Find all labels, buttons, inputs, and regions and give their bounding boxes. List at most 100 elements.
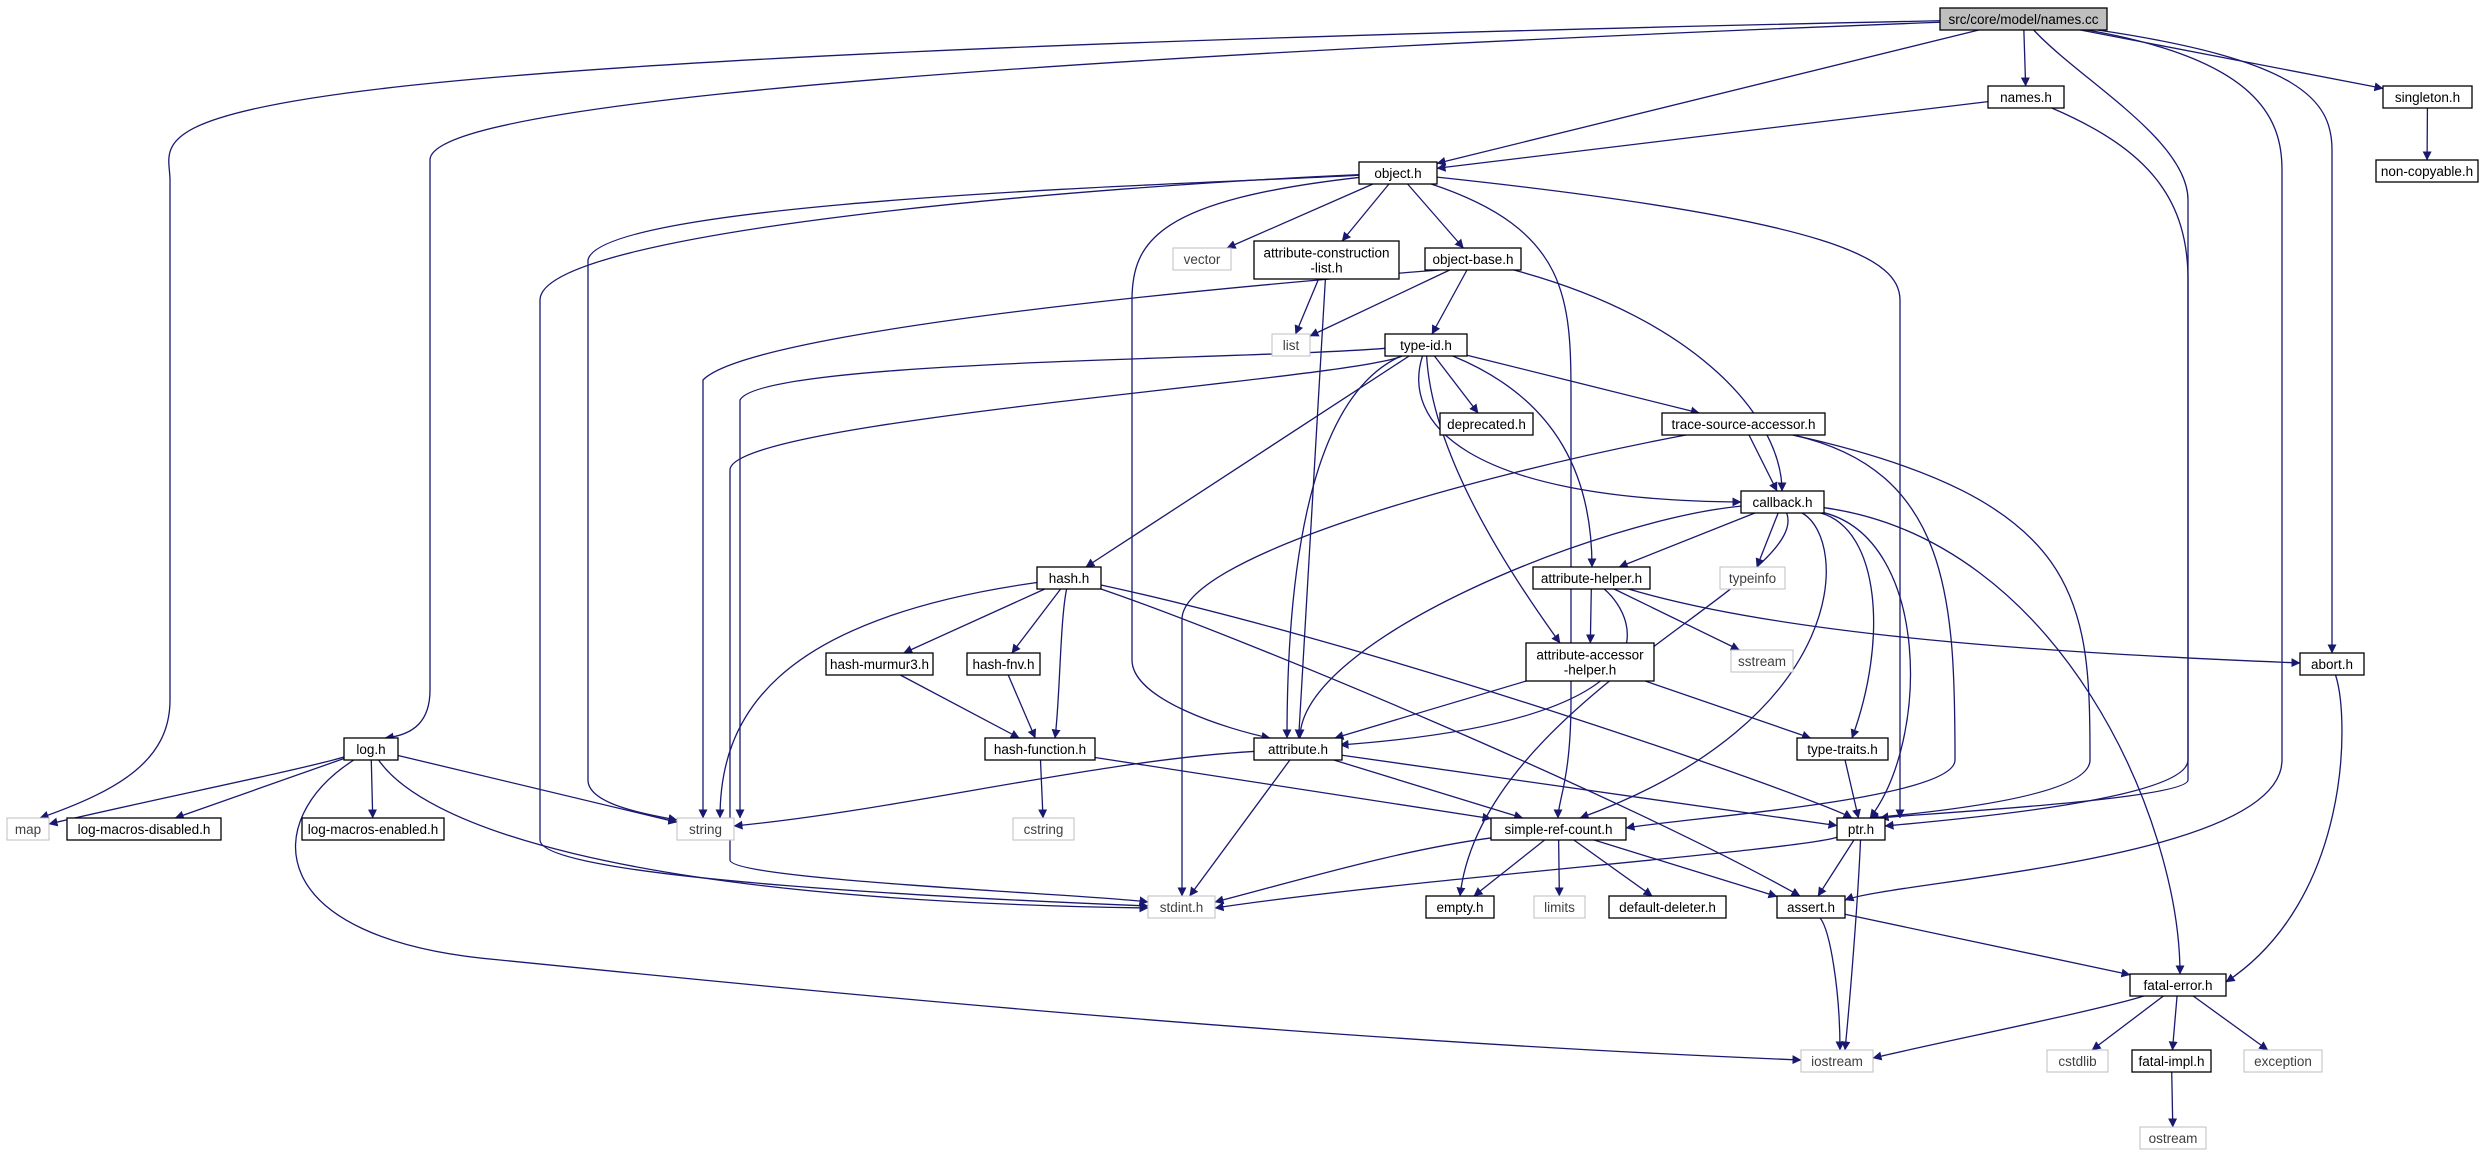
node-label: string [689, 822, 722, 837]
node-abort-h[interactable]: abort.h [2299, 652, 2365, 676]
node-sstream: sstream [1730, 649, 1794, 673]
edge-acl_h-to-attribute_h [1294, 278, 1327, 739]
edge-object_h-to-acl_h [1341, 183, 1390, 242]
edge-callback_h-to-fatalerr_h [1823, 507, 2185, 975]
edge-typeid_h-to-hash_h [1085, 355, 1410, 568]
node-names-h[interactable]: names.h [1987, 85, 2065, 109]
node-singleton-h[interactable]: singleton.h [2382, 85, 2473, 109]
node-defdel-h[interactable]: default-deleter.h [1608, 895, 1727, 919]
node-box [825, 652, 934, 676]
node-ptr-h[interactable]: ptr.h [1836, 817, 1886, 841]
edge-src_h-to-stdint_h [1214, 837, 1492, 905]
node-assert-h[interactable]: assert.h [1776, 895, 1846, 919]
node-box [2299, 652, 2365, 676]
node-label: trace-source-accessor.h [1671, 417, 1815, 432]
edge-names_h-to-object_h [1436, 100, 1989, 172]
node-box [1661, 412, 1826, 436]
node-label: list [1283, 338, 1300, 353]
node-hashfunc-h[interactable]: hash-function.h [984, 737, 1096, 761]
node-names-cc[interactable]: src/core/model/names.cc [1939, 7, 2108, 31]
node-box [1719, 566, 1786, 590]
node-src-h[interactable]: simple-ref-count.h [1490, 817, 1627, 841]
node-box [6, 817, 50, 841]
edge-hash_h-to-string [715, 581, 1038, 819]
node-attrhelper-h[interactable]: attribute-helper.h [1532, 566, 1651, 590]
node-box [1253, 737, 1343, 761]
node-box [301, 817, 445, 841]
node-hash-h[interactable]: hash.h [1036, 566, 1102, 590]
node-label: callback.h [1752, 495, 1812, 510]
node-callback-h[interactable]: callback.h [1740, 490, 1825, 514]
node-noncopyable-h[interactable]: non-copyable.h [2375, 159, 2479, 183]
edge-log_h-to-lme_h [368, 759, 378, 819]
node-box [1358, 161, 1438, 185]
node-box [2382, 85, 2473, 109]
edge-src_h-to-defdel_h [1573, 839, 1653, 897]
edge-names_cc-to-log_h [384, 21, 1941, 742]
node-fatalerr-h[interactable]: fatal-error.h [2129, 973, 2227, 997]
node-box [1147, 895, 1216, 919]
node-label: attribute-construction [1263, 246, 1389, 261]
node-label: names.h [2000, 90, 2052, 105]
edge-typeid_h-to-attribute_h [1282, 355, 1402, 739]
node-box [1796, 737, 1889, 761]
node-log-h[interactable]: log.h [343, 737, 399, 761]
edge-names_cc-to-names_h [2020, 29, 2030, 87]
node-box [2375, 159, 2479, 183]
edge-object_h-to-vector [1226, 183, 1374, 249]
edge-fatalerr_h-to-exception [2192, 995, 2269, 1051]
node-object-h[interactable]: object.h [1358, 161, 1438, 185]
node-label: hash-murmur3.h [830, 657, 929, 672]
edge-ptr_h-to-assert_h [1817, 839, 1855, 897]
node-box [1836, 817, 1886, 841]
edge-hash_h-to-hashmurmur_h [903, 588, 1046, 654]
node-box [1987, 85, 2065, 109]
node-vector: vector [1172, 247, 1232, 271]
edge-acl_h-to-list [1294, 278, 1320, 335]
node-box [2243, 1049, 2323, 1073]
node-label: vector [1184, 252, 1221, 267]
node-cstdlib: cstdlib [2046, 1049, 2109, 1073]
node-lme-h[interactable]: log-macros-enabled.h [301, 817, 445, 841]
node-box [1525, 642, 1655, 682]
edge-assert_h-to-fatalerr_h [1844, 913, 2131, 978]
node-box [2129, 973, 2227, 997]
node-box [1439, 412, 1534, 436]
edge-names_cc-to-singleton_h [2080, 29, 2384, 92]
node-acl-h[interactable]: attribute-construction-list.h [1253, 240, 1400, 280]
node-aah-h[interactable]: attribute-accessor-helper.h [1525, 642, 1655, 682]
node-box [1490, 817, 1627, 841]
node-hashmurmur-h[interactable]: hash-murmur3.h [825, 652, 934, 676]
node-attribute-h[interactable]: attribute.h [1253, 737, 1343, 761]
edge-attribute_h-to-ptr_h [1341, 754, 1838, 829]
node-typeid-h[interactable]: type-id.h [1384, 333, 1468, 357]
node-deprecated-h[interactable]: deprecated.h [1439, 412, 1534, 436]
edge-object_h-to-stdint_h [539, 174, 1360, 911]
node-typetraits-h[interactable]: type-traits.h [1796, 737, 1889, 761]
edge-assert_h-to-iostream [1819, 917, 1845, 1051]
edge-tsa_h-to-callback_h [1748, 434, 1778, 492]
node-box [66, 817, 222, 841]
node-tsa-h[interactable]: trace-source-accessor.h [1661, 412, 1826, 436]
node-label: -helper.h [1564, 663, 1617, 678]
edge-log_h-to-stdint_h [378, 759, 1149, 913]
node-label: ptr.h [1848, 822, 1874, 837]
edge-object_h-to-string [587, 174, 1360, 823]
node-label: cstring [1024, 822, 1064, 837]
node-label: typeinfo [1729, 571, 1776, 586]
node-lmd-h[interactable]: log-macros-disabled.h [66, 817, 222, 841]
node-label: fatal-error.h [2143, 978, 2212, 993]
node-hashfnv-h[interactable]: hash-fnv.h [966, 652, 1041, 676]
edge-fatalerr_h-to-cstdlib [2091, 995, 2164, 1051]
node-label: attribute-accessor [1536, 648, 1644, 663]
node-label: log-macros-disabled.h [78, 822, 211, 837]
node-objbase-h[interactable]: object-base.h [1424, 247, 1522, 271]
node-label: default-deleter.h [1619, 900, 1716, 915]
edge-hashmurmur_h-to-hashfunc_h [899, 674, 1020, 739]
node-empty-h[interactable]: empty.h [1425, 895, 1495, 919]
edge-object_h-to-objbase_h [1407, 183, 1464, 249]
node-fatalimpl-h[interactable]: fatal-impl.h [2131, 1049, 2212, 1073]
edge-attribute_h-to-string [733, 750, 1255, 830]
node-box [1271, 333, 1311, 357]
